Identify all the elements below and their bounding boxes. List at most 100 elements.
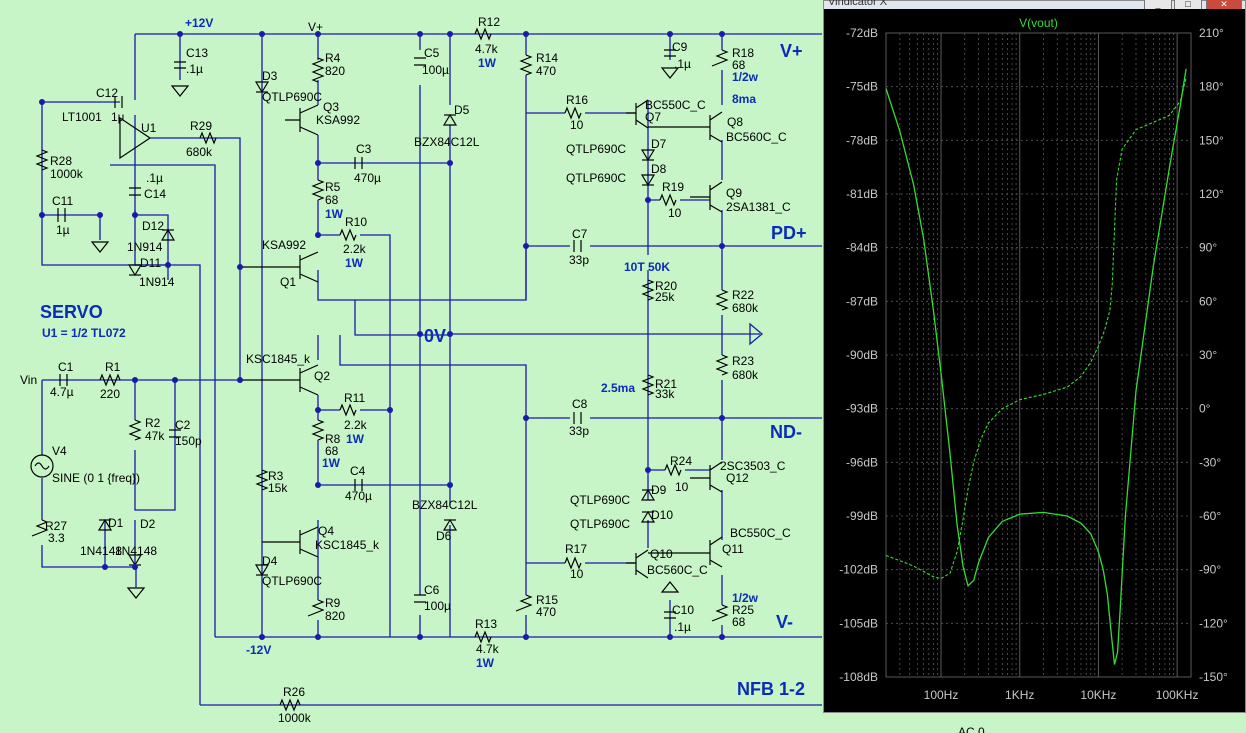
svg-text:R14: R14 <box>536 51 558 65</box>
svg-text:100µ: 100µ <box>422 63 449 77</box>
y-tick-label-left: -87dB <box>846 294 878 308</box>
svg-text:C1: C1 <box>58 360 74 374</box>
svg-text:D9: D9 <box>651 483 667 497</box>
net-label-vplus-top: V+ <box>308 20 323 34</box>
svg-text:680k: 680k <box>186 145 213 159</box>
svg-text:470: 470 <box>536 64 556 78</box>
svg-text:R10: R10 <box>345 215 367 229</box>
svg-text:10: 10 <box>675 480 689 494</box>
window-title: Vindicator X <box>828 0 888 8</box>
svg-text:C9: C9 <box>672 40 688 54</box>
net-label-nfb: NFB 1-2 <box>737 679 805 699</box>
svg-text:R4: R4 <box>325 51 341 65</box>
svg-text:C12: C12 <box>96 86 118 100</box>
svg-text:C11: C11 <box>52 194 73 208</box>
y-tick-label-right: 150° <box>1199 133 1224 147</box>
svg-text:R11: R11 <box>344 391 365 405</box>
svg-text:BC560C_C: BC560C_C <box>647 563 708 577</box>
y-tick-label-left: -81dB <box>846 187 878 201</box>
svg-text:QTLP690C: QTLP690C <box>570 517 630 531</box>
svg-text:SINE (0 1 {freq}): SINE (0 1 {freq}) <box>52 471 140 485</box>
waveform-window[interactable]: Vindicator X _ □ ✕ -72dB-75dB-78dB-81dB-… <box>823 0 1246 713</box>
svg-text:68: 68 <box>732 58 746 72</box>
y-tick-label-left: -105dB <box>839 616 878 630</box>
svg-text:1N914: 1N914 <box>139 275 175 289</box>
magnitude-trace <box>885 68 1187 665</box>
svg-text:R20: R20 <box>655 279 677 293</box>
x-tick-label: 10KHz <box>1080 688 1116 702</box>
svg-text:.1µ: .1µ <box>146 171 163 185</box>
y-tick-label-left: -78dB <box>846 133 878 147</box>
svg-text:.1µ: .1µ <box>674 57 691 71</box>
x-tick-label: 100Hz <box>924 688 959 702</box>
net-label-nd: ND- <box>770 422 802 442</box>
svg-text:R17: R17 <box>565 542 587 556</box>
y-tick-label-left: -93dB <box>846 402 878 416</box>
servo-note: U1 = 1/2 TL072 <box>42 326 126 340</box>
svg-text:D5: D5 <box>454 103 470 117</box>
svg-text:BC560C_C: BC560C_C <box>726 130 787 144</box>
window-titlebar[interactable]: Vindicator X _ □ ✕ <box>824 0 1245 11</box>
x-tick-label: 100KHz <box>1156 688 1199 702</box>
svg-text:1N914: 1N914 <box>127 240 163 254</box>
y-tick-label-right: 0° <box>1199 402 1211 416</box>
svg-text:QTLP690C: QTLP690C <box>566 142 626 156</box>
svg-text:C14: C14 <box>144 187 166 201</box>
svg-text:.1µ: .1µ <box>674 620 691 634</box>
svg-text:1W: 1W <box>478 56 497 70</box>
svg-text:47k: 47k <box>145 429 165 443</box>
svg-text:2SC3503_C: 2SC3503_C <box>720 459 786 473</box>
svg-text:2.5ma: 2.5ma <box>601 381 635 395</box>
svg-text:D12: D12 <box>142 219 164 233</box>
svg-text:1/2w: 1/2w <box>732 70 759 84</box>
svg-text:470: 470 <box>536 605 556 619</box>
svg-text:1000k: 1000k <box>50 167 84 181</box>
svg-text:8ma: 8ma <box>732 92 756 106</box>
svg-text:Q4: Q4 <box>318 524 334 538</box>
net-label-vplus: V+ <box>780 41 803 61</box>
svg-text:BC550C_C: BC550C_C <box>645 98 706 112</box>
svg-text:D7: D7 <box>651 137 667 151</box>
svg-text:KSA992: KSA992 <box>262 238 306 252</box>
bode-plot: -72dB-75dB-78dB-81dB-84dB-87dB-90dB-93dB… <box>839 16 1228 702</box>
plot-area[interactable]: -72dB-75dB-78dB-81dB-84dB-87dB-90dB-93dB… <box>824 9 1245 712</box>
svg-text:C2: C2 <box>175 418 191 432</box>
svg-text:C10: C10 <box>672 603 694 617</box>
svg-text:470µ: 470µ <box>354 171 381 185</box>
svg-text:1/2w: 1/2w <box>732 591 759 605</box>
svg-text:V4: V4 <box>52 444 67 458</box>
svg-text:R1: R1 <box>105 360 121 374</box>
svg-text:R9: R9 <box>325 596 341 610</box>
svg-text:C13: C13 <box>186 46 208 60</box>
svg-text:BC550C_C: BC550C_C <box>730 526 791 540</box>
y-tick-label-right: 90° <box>1199 241 1217 255</box>
svg-text:R24: R24 <box>670 454 692 468</box>
phase-trace <box>885 77 1187 580</box>
svg-text:Q1: Q1 <box>280 275 296 289</box>
svg-text:Q9: Q9 <box>726 186 742 200</box>
net-label-neg12v: -12V <box>246 643 271 657</box>
svg-text:1µ: 1µ <box>111 110 125 124</box>
svg-text:R22: R22 <box>732 288 754 302</box>
svg-text:U1: U1 <box>141 121 157 135</box>
svg-text:R8: R8 <box>325 432 341 446</box>
y-tick-label-left: -108dB <box>839 670 878 684</box>
svg-text:D11: D11 <box>140 256 161 270</box>
svg-text:4.7k: 4.7k <box>476 642 500 656</box>
net-label-vin: Vin <box>20 373 37 387</box>
y-tick-label-left: -75dB <box>846 80 878 94</box>
svg-text:220: 220 <box>100 387 120 401</box>
svg-text:3.3: 3.3 <box>48 531 65 545</box>
svg-text:Q11: Q11 <box>722 542 744 556</box>
y-tick-label-left: -96dB <box>846 455 878 469</box>
svg-text:C3: C3 <box>356 142 372 156</box>
svg-text:4.7µ: 4.7µ <box>50 385 74 399</box>
y-tick-label-right: 210° <box>1199 26 1224 40</box>
svg-text:68: 68 <box>325 444 339 458</box>
svg-text:C7: C7 <box>572 227 588 241</box>
svg-text:.1µ: .1µ <box>186 62 203 76</box>
svg-text:10T 50K: 10T 50K <box>624 260 670 274</box>
svg-text:Q12: Q12 <box>726 471 749 485</box>
svg-text:33k: 33k <box>655 387 675 401</box>
